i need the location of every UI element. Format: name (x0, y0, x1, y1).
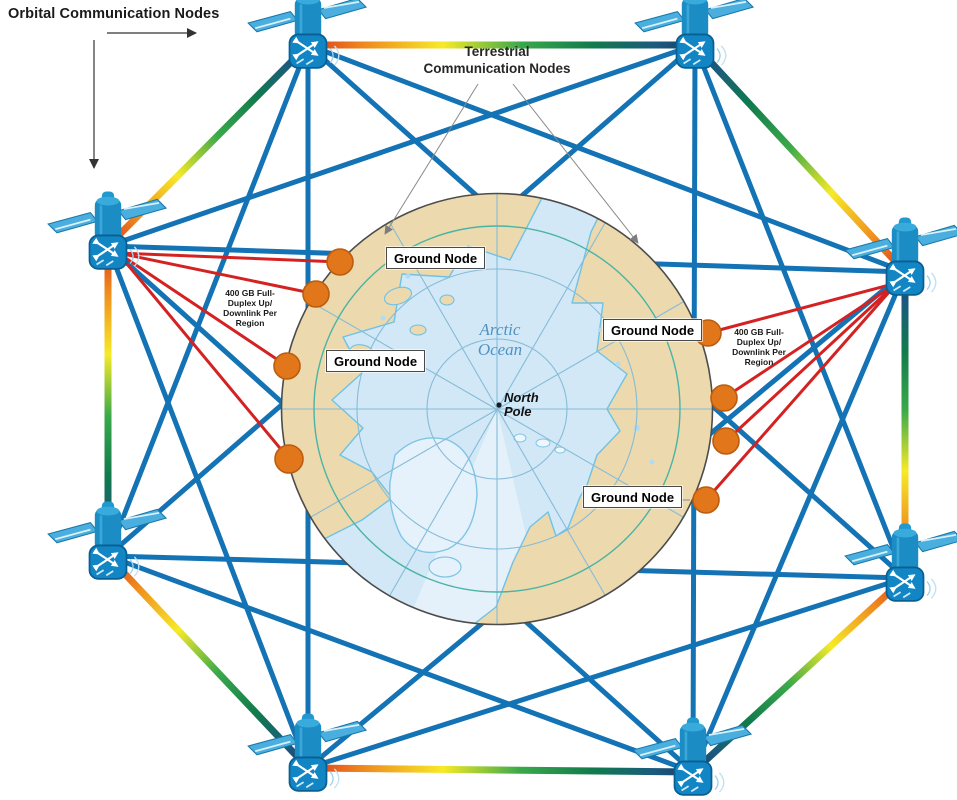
access-link (724, 281, 899, 443)
north-pole-line2: Pole (504, 404, 532, 419)
ground-node-marker (692, 486, 720, 514)
orbital-link (305, 575, 908, 771)
map-lakes (380, 273, 655, 465)
arctic-ocean-line2: Ocean (477, 340, 523, 359)
bandwidth-right-line1: 400 GB Full- (734, 327, 784, 337)
bandwidth-left-line4: Region (235, 318, 265, 328)
bandwidth-right-line2: Duplex Up/ (736, 337, 782, 347)
north-pole-dot (496, 402, 502, 408)
arctic-ocean-label: Arctic Ocean (450, 320, 550, 360)
ground-node-label-1: Ground Node (386, 247, 486, 269)
orbital-label-arrows (89, 28, 197, 169)
terrestrial-label-line2: Communication Nodes (423, 60, 571, 76)
ground-node-label-4: Ground Node (583, 486, 683, 508)
ground-node-marker (273, 352, 301, 380)
orbital-link (692, 42, 908, 581)
diagram-title: Orbital Communication Nodes (8, 6, 220, 22)
north-pole-line1: North (504, 390, 539, 405)
access-link (116, 251, 291, 461)
map-rim (280, 192, 714, 626)
ring-link (304, 764, 697, 776)
satellite-left-lower-icon (48, 501, 166, 578)
orbital-link (105, 553, 696, 775)
access-link (116, 251, 289, 368)
ring-link (104, 552, 312, 772)
orbital-link (690, 269, 908, 775)
ground-node-label-3: Ground Node (603, 319, 703, 341)
ground-node-marker (710, 384, 738, 412)
orbital-link (305, 42, 908, 275)
access-link (722, 281, 899, 400)
orbital-link (105, 243, 311, 771)
bandwidth-left-line2: Duplex Up/ (227, 298, 273, 308)
ground-node-label-2: Ground Node (326, 350, 426, 372)
ground-node-marker (712, 427, 740, 455)
bandwidth-right-line3: Downlink Per (732, 347, 786, 357)
ground-node-marker (302, 280, 330, 308)
map-arctic-circle (313, 225, 681, 593)
bandwidth-left-line1: 400 GB Full- (225, 288, 275, 298)
access-link (116, 251, 342, 264)
access-link (116, 251, 318, 296)
map-iceland (428, 556, 462, 578)
ground-node-marker (274, 444, 304, 474)
ring-link (691, 41, 909, 276)
pointer-line-right (512, 83, 639, 244)
access-link (704, 281, 899, 502)
bandwidth-note-right: 400 GB Full- Duplex Up/ Downlink Per Reg… (726, 327, 792, 367)
arctic-ocean-line1: Arctic (479, 320, 521, 339)
bandwidth-left-line3: Downlink Per (223, 308, 277, 318)
pointer-line-left (384, 83, 479, 235)
terrestrial-label-line1: Terrestrial (464, 44, 530, 59)
map-greenland (389, 437, 478, 554)
orbital-ring-links (104, 41, 909, 776)
ground-access-links (116, 251, 899, 502)
orbital-link (105, 42, 311, 559)
bandwidth-note-left: 400 GB Full- Duplex Up/ Downlink Per Reg… (217, 288, 283, 328)
ring-link (689, 574, 909, 776)
map-svalbard (513, 433, 566, 454)
orbital-link (105, 42, 698, 249)
access-link (706, 281, 899, 335)
north-pole-label: North Pole (504, 391, 539, 419)
terrestrial-nodes-label: Terrestrial Communication Nodes (408, 44, 586, 77)
satellite-bottom-right-icon (633, 717, 751, 794)
bandwidth-right-line4: Region (744, 357, 774, 367)
ground-node-marker (326, 248, 354, 276)
